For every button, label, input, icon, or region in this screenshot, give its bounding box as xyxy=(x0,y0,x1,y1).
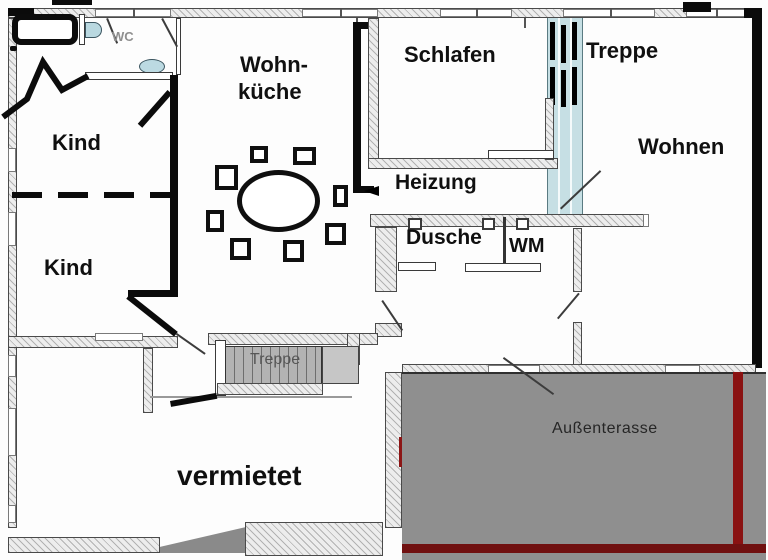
wall-wc-bottom xyxy=(85,72,173,80)
window xyxy=(95,333,143,341)
chair xyxy=(283,240,304,262)
wall-bottom-middle xyxy=(245,522,383,556)
room-label-wohnkueche-line1: Wohn- xyxy=(240,52,309,77)
window xyxy=(8,212,16,246)
window-divider xyxy=(716,9,718,17)
entry-door-leaf xyxy=(170,392,218,407)
room-label-kind-bottom: Kind xyxy=(44,255,93,280)
window-divider xyxy=(340,9,342,17)
wall-kitchen-right xyxy=(353,22,361,193)
door-arrow xyxy=(364,186,379,196)
window xyxy=(8,408,16,456)
wall-vermietet-top xyxy=(8,336,178,348)
door-leaf xyxy=(126,294,178,337)
terrace-border-right xyxy=(733,372,743,553)
wall-dashed-opening xyxy=(12,192,178,198)
room-label-vermietet: vermietet xyxy=(177,460,302,491)
dining-table xyxy=(237,170,320,232)
wall-schlafen-bottom xyxy=(368,158,558,169)
room-label-treppe-middle: Treppe xyxy=(250,351,301,368)
wall-corner-mark xyxy=(744,8,752,18)
partition-line xyxy=(503,217,506,265)
stair-flight-marks xyxy=(561,25,566,107)
chair xyxy=(206,210,224,232)
chair xyxy=(215,165,238,190)
plumbing-fixture xyxy=(408,218,422,230)
sketch-zigzag-line xyxy=(1,55,90,120)
shower-screen xyxy=(398,262,436,271)
chair xyxy=(293,147,316,165)
door-swing xyxy=(557,292,580,320)
door-swing xyxy=(175,333,206,355)
wall-dusche-left xyxy=(375,227,397,292)
wall-schlafen-left xyxy=(368,18,379,162)
window xyxy=(563,9,655,17)
room-label-wohnkueche-line2: küche xyxy=(238,79,302,104)
wm-counter xyxy=(465,263,541,272)
door-leaf xyxy=(137,90,172,128)
curtain-mark xyxy=(524,18,526,28)
bathtub xyxy=(12,14,78,45)
ramp-wedge xyxy=(160,527,245,553)
stair-landing xyxy=(322,346,359,384)
wall-entry-left xyxy=(143,348,153,413)
room-label-dusche: Dusche xyxy=(406,226,482,249)
window xyxy=(8,505,16,523)
terrace xyxy=(402,372,766,560)
wall-schlafen-right xyxy=(545,98,554,160)
wall-schlafen-corner xyxy=(488,150,554,159)
room-label-kind-top: Kind xyxy=(52,130,101,155)
chair xyxy=(325,223,346,245)
wall-kitchen-cap-top xyxy=(353,22,377,29)
wall-scan-mark xyxy=(52,0,92,5)
stair-flight-marks xyxy=(550,22,555,107)
bathtub-drain-mark xyxy=(10,46,17,51)
stair-treads xyxy=(225,346,322,385)
wall-wc-right xyxy=(176,18,181,75)
window-divider xyxy=(133,9,135,17)
wall-right-solid xyxy=(752,8,762,368)
room-label-wc: WC xyxy=(112,29,134,44)
room-label-wohnen: Wohnen xyxy=(638,134,725,159)
wall-corner-mark xyxy=(8,8,34,16)
window xyxy=(8,355,16,377)
window-divider xyxy=(476,9,478,17)
window xyxy=(8,148,16,172)
room-label-wm: WM xyxy=(509,235,545,257)
terrace-border-bottom xyxy=(402,544,766,553)
plumbing-fixture xyxy=(516,218,529,230)
plumbing-fixture xyxy=(482,218,495,230)
wall-dusche-left-lower xyxy=(375,323,402,337)
wall-end-cap xyxy=(643,214,649,227)
wall-sketch-corner xyxy=(128,290,178,297)
chair xyxy=(333,185,348,207)
room-label-schlafen: Schlafen xyxy=(404,42,496,67)
room-label-aussenterasse: Außenterasse xyxy=(552,420,658,437)
wall-stairs-top xyxy=(208,333,378,345)
terrace-edge-red-segment xyxy=(399,437,404,467)
wall-pier xyxy=(79,14,85,45)
room-label-heizung: Heizung xyxy=(395,171,477,194)
wall-wohnen-left-lower xyxy=(573,322,582,366)
stair-flight-marks xyxy=(572,22,577,107)
wall-kitchen-cap-bottom xyxy=(353,186,374,193)
room-label-treppe-top: Treppe xyxy=(586,38,659,63)
wall-stairs-under xyxy=(217,383,323,395)
wall-sketch-vertical xyxy=(170,75,178,297)
wall-bottom-left xyxy=(8,537,160,553)
chair xyxy=(250,146,268,163)
threshold-line xyxy=(150,396,352,398)
chair xyxy=(230,238,251,260)
wall-scan-mark xyxy=(683,2,711,12)
wall-wohnen-left-upper xyxy=(573,228,582,292)
sink xyxy=(85,22,102,38)
window-divider xyxy=(610,9,612,17)
